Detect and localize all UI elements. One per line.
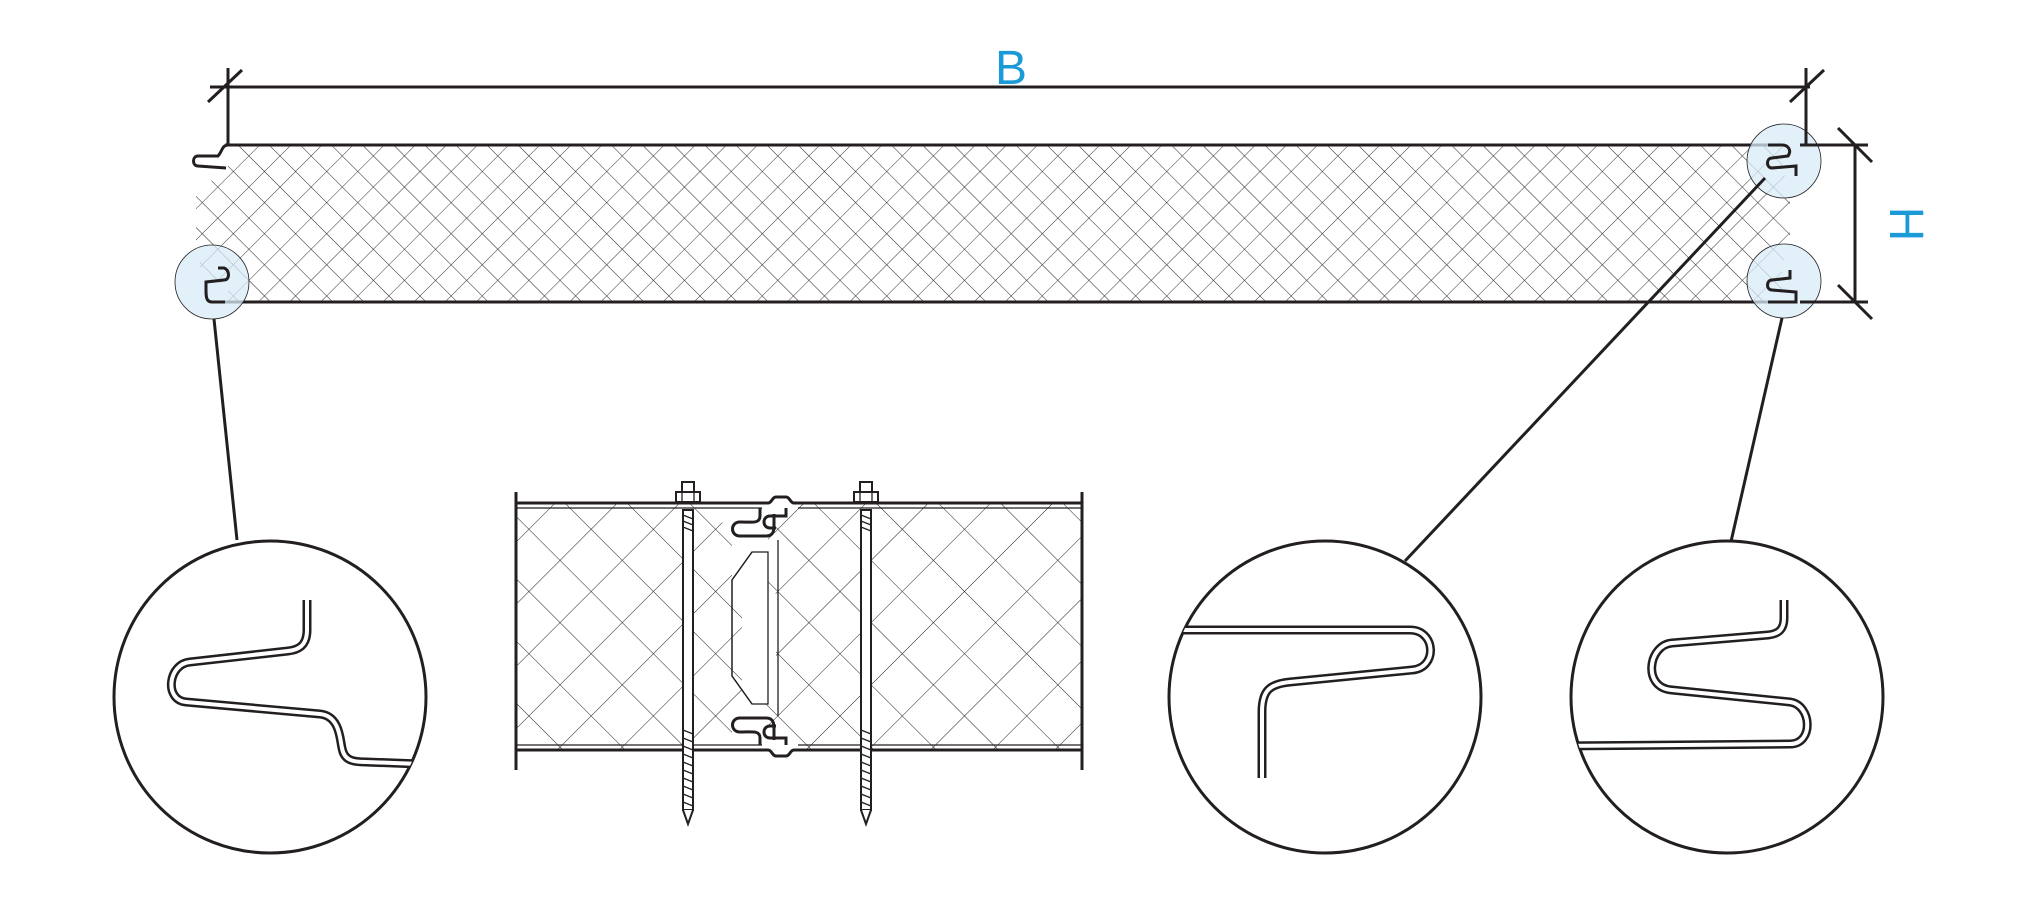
joint-left-panel-foam — [516, 503, 742, 750]
width-dimension — [206, 68, 1826, 145]
detail-left-joint — [112, 539, 428, 855]
right-bottom-joint-highlight — [1746, 243, 1822, 319]
screw-right — [853, 481, 879, 827]
height-label: H — [1879, 207, 1932, 242]
main-panel — [174, 123, 1822, 320]
joint-right-panel-foam — [766, 503, 1082, 750]
panel-left-top-lip — [192, 143, 229, 170]
screw-left — [675, 481, 701, 827]
joint-section-view — [514, 481, 1084, 827]
height-dimension — [1800, 126, 1874, 321]
leader-lines — [212, 176, 1784, 563]
width-label: B — [995, 42, 1027, 95]
panel-foam-core — [196, 145, 1790, 302]
detail-right-top-joint — [1167, 539, 1483, 855]
detail-right-bottom-joint — [1569, 539, 1885, 855]
